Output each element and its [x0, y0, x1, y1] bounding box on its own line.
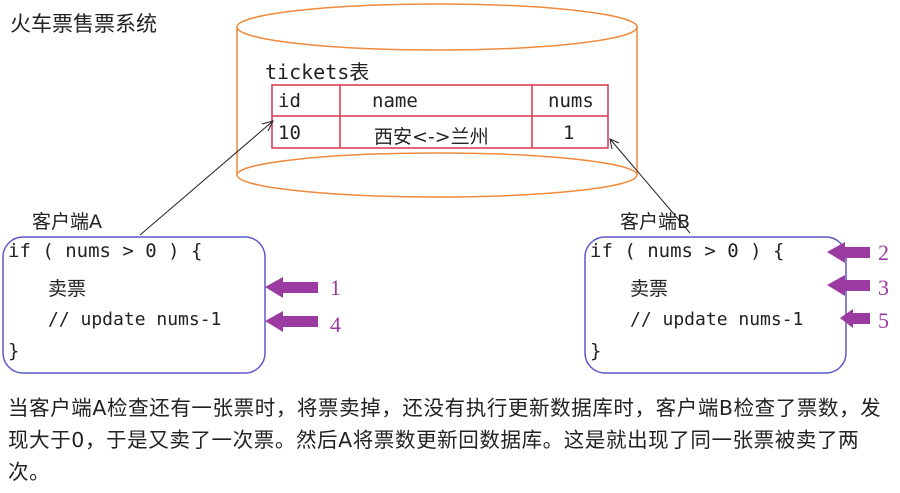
header-name: name [372, 90, 418, 112]
step-label-2: 2 [878, 240, 889, 265]
cell-id: 10 [278, 122, 301, 144]
client-b-label: 客户端B [620, 211, 691, 233]
client-b-line-3: // update nums-1 [630, 309, 804, 330]
client-a-label: 客户端A [32, 211, 102, 233]
client-a-box [2, 236, 266, 374]
cell-nums: 1 [563, 122, 575, 144]
connector-arrows [139, 120, 691, 236]
database-cylinder [236, 3, 638, 198]
header-id: id [278, 90, 301, 112]
client-a-line-1: if ( nums > 0 ) { [8, 240, 203, 262]
step-arrows [265, 242, 870, 332]
client-a-line-4: } [8, 340, 20, 362]
step-arrow-4 [265, 311, 318, 332]
step-label-5: 5 [878, 308, 889, 333]
step-arrow-3 [827, 275, 870, 296]
description-text: 当客户端A检查还有一张票时，将票卖掉，还没有执行更新数据库时，客户端B检查了票数… [8, 396, 882, 484]
step-label-3: 3 [878, 275, 889, 300]
step-arrow-1 [265, 277, 318, 298]
step-label-1: 1 [330, 275, 341, 300]
step-arrow-2 [827, 242, 870, 263]
table-name: tickets表 [265, 60, 370, 84]
client-b-line-4: } [590, 340, 602, 362]
client-a-line-3: // update nums-1 [48, 309, 222, 330]
client-b-box [584, 236, 847, 374]
tickets-table-grid [271, 84, 609, 149]
step-arrow-5 [840, 309, 870, 328]
cell-name: 西安<->兰州 [374, 126, 489, 148]
step-label-4: 4 [330, 312, 341, 337]
client-a-line-2: 卖票 [48, 278, 87, 300]
page-title: 火车票售票系统 [10, 12, 157, 36]
client-b-line-2: 卖票 [630, 278, 669, 300]
header-nums: nums [548, 90, 594, 112]
client-b-line-1: if ( nums > 0 ) { [590, 240, 785, 262]
